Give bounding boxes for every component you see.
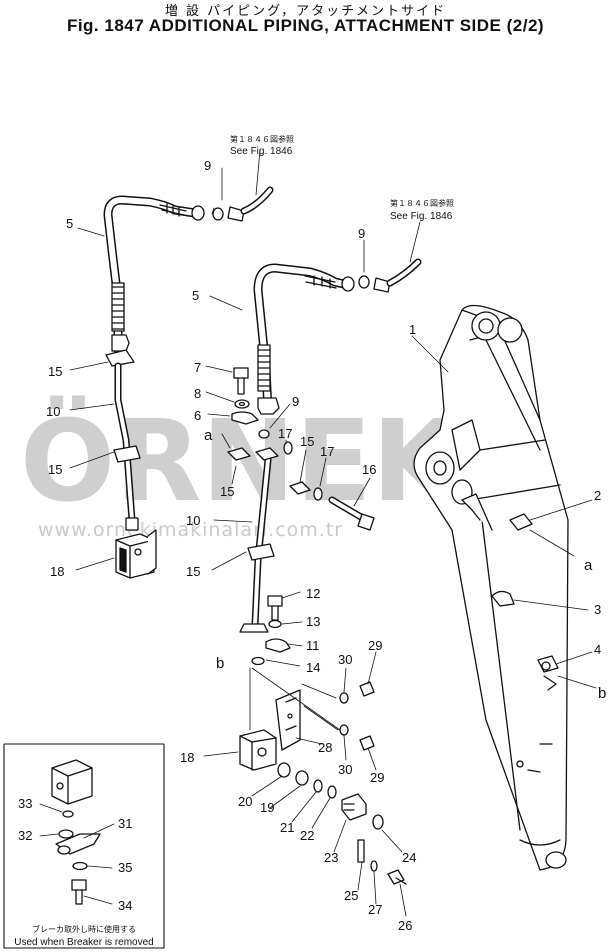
callout-12: 12 — [306, 586, 320, 601]
callout-17-a: 17 — [278, 426, 292, 441]
valve-block-right — [239, 681, 407, 885]
callout-2: 2 — [594, 488, 601, 503]
callout-4: 4 — [594, 642, 601, 657]
callout-6: 6 — [194, 408, 201, 423]
callout-32: 32 — [18, 828, 32, 843]
callout-18-left: 18 — [50, 564, 64, 579]
callout-10-left: 10 — [46, 404, 60, 419]
ref-a-left: a — [204, 427, 213, 444]
callout-28: 28 — [318, 740, 332, 755]
figure-title: Fig. 1847 ADDITIONAL PIPING, ATTACHMENT … — [66, 16, 545, 35]
callout-1: 1 — [409, 322, 416, 337]
callout-5-middle: 5 — [192, 288, 199, 303]
see-fig-2: See Fig. 1846 — [390, 211, 453, 222]
callout-35: 35 — [118, 860, 132, 875]
callout-17-b: 17 — [320, 444, 334, 459]
callout-30-bottom: 30 — [338, 762, 352, 777]
tube-middle — [239, 447, 279, 633]
callout-29-top: 29 — [368, 638, 382, 653]
callout-26: 26 — [398, 918, 412, 933]
callout-27: 27 — [368, 902, 382, 917]
callout-23: 23 — [324, 850, 338, 865]
callout-31: 31 — [118, 816, 132, 831]
callout-33: 33 — [18, 796, 32, 811]
callout-18-right: 18 — [180, 750, 194, 765]
ref-b-right: b — [598, 685, 606, 702]
callout-5-left: 5 — [66, 216, 73, 231]
see-fig-jp-1: 第１８４６図参照 — [230, 134, 294, 144]
title-japanese: 増 設 パイピング，アタッチメントサイド — [164, 4, 447, 19]
callout-15-d: 15 — [300, 434, 314, 449]
callout-29-bottom: 29 — [370, 770, 384, 785]
leader-lines — [39, 149, 597, 917]
watermark-url: www.ornekimakinalari.com.tr — [38, 519, 343, 541]
callout-34: 34 — [118, 898, 132, 913]
inset-caption: ブレーカ取外し時に使用する Used when Breaker is remov… — [14, 924, 154, 948]
hose-left — [103, 186, 274, 367]
valve-block-left — [115, 529, 157, 579]
ref-a-right: a — [584, 557, 593, 574]
inset-panel — [3, 743, 165, 949]
fittings-middle — [227, 367, 375, 666]
see-fig-jp-2: 第１８４６図参照 — [390, 198, 454, 208]
reference-notes: 第１８４６図参照 See Fig. 1846 第１８４６図参照 See Fig.… — [230, 134, 454, 222]
tube-left — [113, 362, 141, 531]
attachment-arm — [413, 304, 569, 871]
callout-19: 19 — [260, 800, 274, 815]
callout-30-top: 30 — [338, 652, 352, 667]
callout-15-a: 15 — [48, 364, 62, 379]
callout-14: 14 — [306, 660, 320, 675]
callout-9-middle: 9 — [292, 394, 299, 409]
callout-3: 3 — [594, 602, 601, 617]
callout-numbers: 1 2 3 4 5 5 6 7 8 9 9 9 10 10 11 12 13 1… — [18, 158, 606, 933]
callout-22: 22 — [300, 828, 314, 843]
callout-15-c: 15 — [220, 484, 234, 499]
callout-24: 24 — [402, 850, 416, 865]
hose-middle — [253, 258, 422, 415]
callout-10-middle: 10 — [186, 513, 200, 528]
callout-7: 7 — [194, 360, 201, 375]
callout-15-e: 15 — [186, 564, 200, 579]
callout-9-right: 9 — [358, 226, 365, 241]
callout-16: 16 — [362, 462, 376, 477]
callout-15-b: 15 — [48, 462, 62, 477]
callout-9-top: 9 — [204, 158, 211, 173]
ref-b-left: b — [216, 655, 224, 672]
callout-8: 8 — [194, 386, 201, 401]
see-fig-1: See Fig. 1846 — [230, 146, 293, 157]
callout-21: 21 — [280, 820, 294, 835]
callout-25: 25 — [344, 888, 358, 903]
callout-11: 11 — [306, 638, 320, 653]
callout-13: 13 — [306, 614, 320, 629]
inset-caption-jp: ブレーカ取外し時に使用する — [32, 924, 136, 934]
callout-20: 20 — [238, 794, 252, 809]
inset-caption-en: Used when Breaker is removed — [14, 937, 154, 948]
